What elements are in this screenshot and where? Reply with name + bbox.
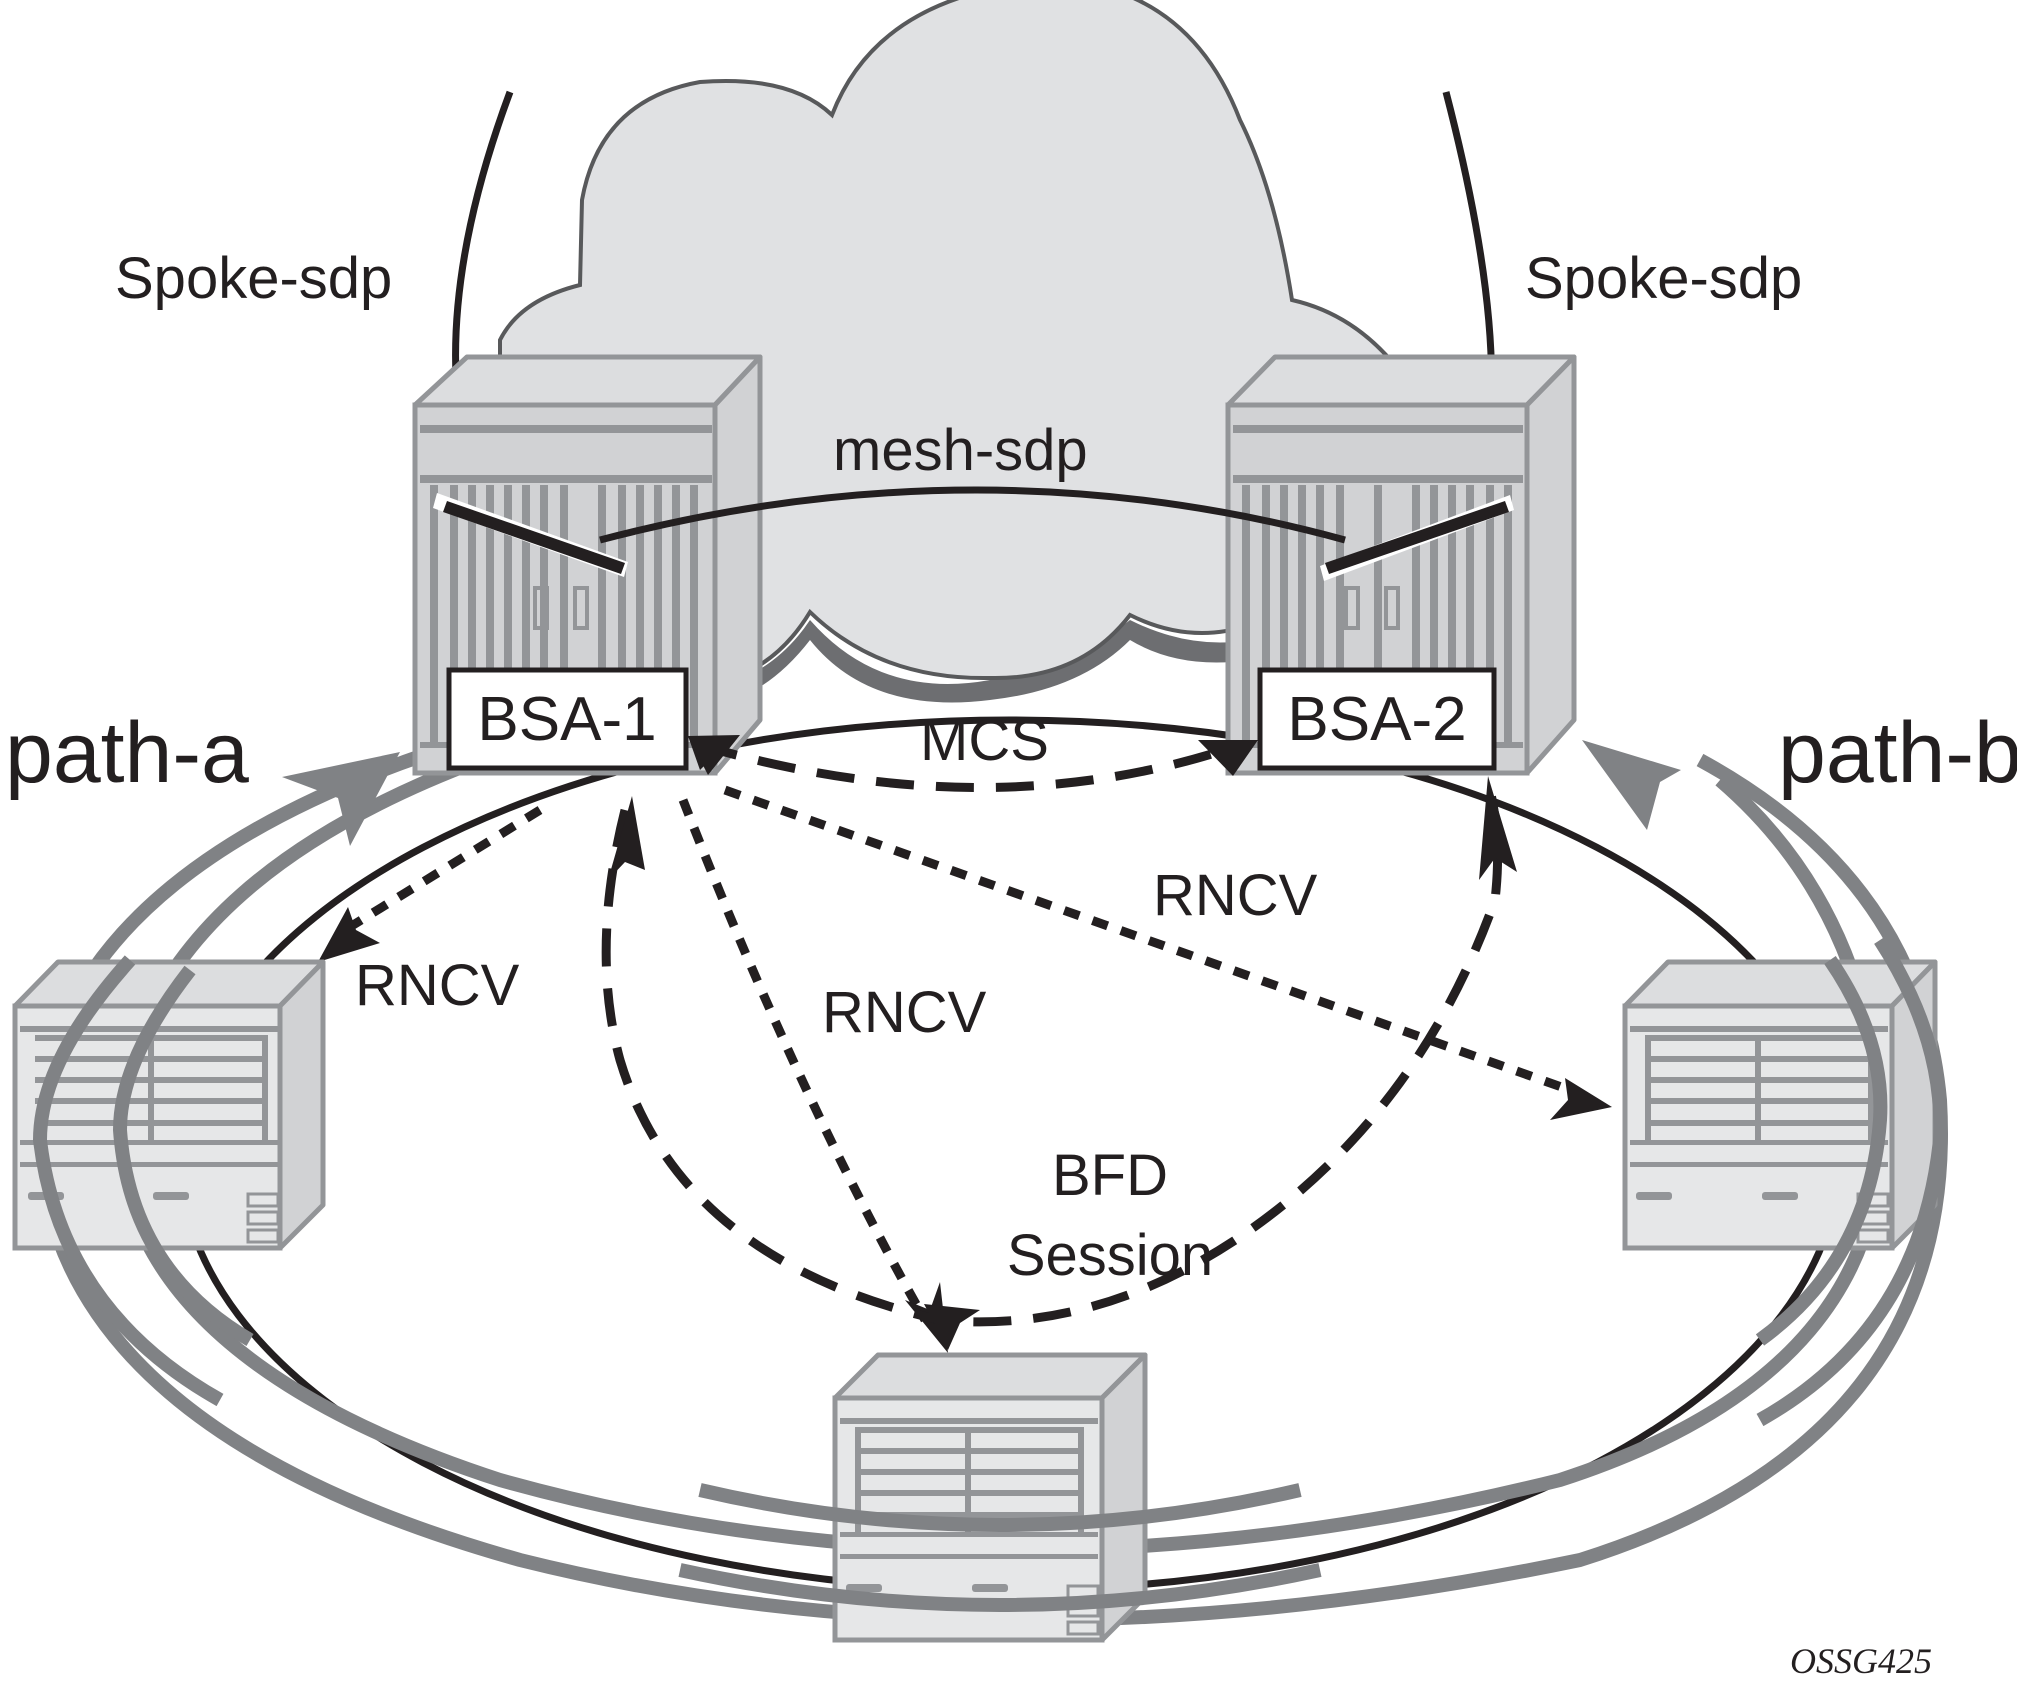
bsa2-sdp-bar-icon	[1320, 495, 1514, 581]
bsa2-label: BSA-2	[1287, 685, 1466, 754]
spoke-sdp-left-label: Spoke-sdp	[115, 246, 392, 311]
rncv-right-label: RNCV	[1153, 863, 1318, 928]
bsa2-chassis	[1225, 354, 1577, 776]
bsa1-slots	[430, 485, 698, 745]
bsa2-label-box	[1257, 667, 1497, 771]
path-b-ring-overlay-bottom	[678, 1563, 1322, 1612]
bfd-session-link	[601, 788, 1503, 1327]
path-b-ring-overlay-right	[1755, 956, 1888, 1346]
rncv-center-label: RNCV	[822, 980, 987, 1045]
spoke-sdp-right-label: Spoke-sdp	[1525, 246, 1802, 311]
path-a-ring-overlay-right	[1756, 936, 1948, 1427]
figure-id-label: OSSG425	[1790, 1641, 1932, 1681]
bsa1-sdp-bar-icon	[433, 493, 628, 577]
path-b-label: path-b	[1778, 705, 2017, 801]
bsa1-label-box	[446, 667, 689, 771]
bsa2-slots	[1242, 485, 1512, 745]
ring-node-right-chassis	[1622, 959, 1938, 1251]
bfd-arrowhead-bsa2-icon	[1479, 776, 1517, 880]
mesh-sdp-line	[599, 486, 1346, 544]
bfd-session-label-line2: Session	[1007, 1223, 1213, 1288]
rncv-center-link	[678, 798, 929, 1323]
bfd-session-label-line1: BFD	[1052, 1143, 1168, 1208]
bfd-arrowhead-bottom-icon	[924, 1304, 980, 1350]
rncv-left-label: RNCV	[355, 953, 520, 1018]
mcs-arrowhead-right-icon	[1198, 740, 1258, 776]
rncv-left-link	[342, 806, 543, 934]
path-b-ring-overlay	[32, 955, 224, 1407]
bsa1-label: BSA-1	[477, 685, 656, 754]
mcs-link	[698, 740, 1242, 792]
path-a-label: path-a	[5, 705, 249, 801]
bfd-arrowhead-bsa1-icon	[608, 796, 645, 880]
path-a-arrowhead-icon	[282, 752, 400, 846]
rncv-left-arrowhead-icon	[318, 907, 380, 962]
path-a-ring-overlay	[112, 965, 254, 1347]
mcs-label: MCS	[920, 708, 1049, 773]
rncv-right-arrowhead-icon	[1550, 1078, 1612, 1120]
rncv-right-link	[723, 785, 1572, 1095]
path-a-ring-overlay-bottom	[698, 1483, 1302, 1532]
mesh-sdp-label: mesh-sdp	[833, 418, 1088, 483]
path-b-arrowhead-icon	[1582, 740, 1681, 830]
